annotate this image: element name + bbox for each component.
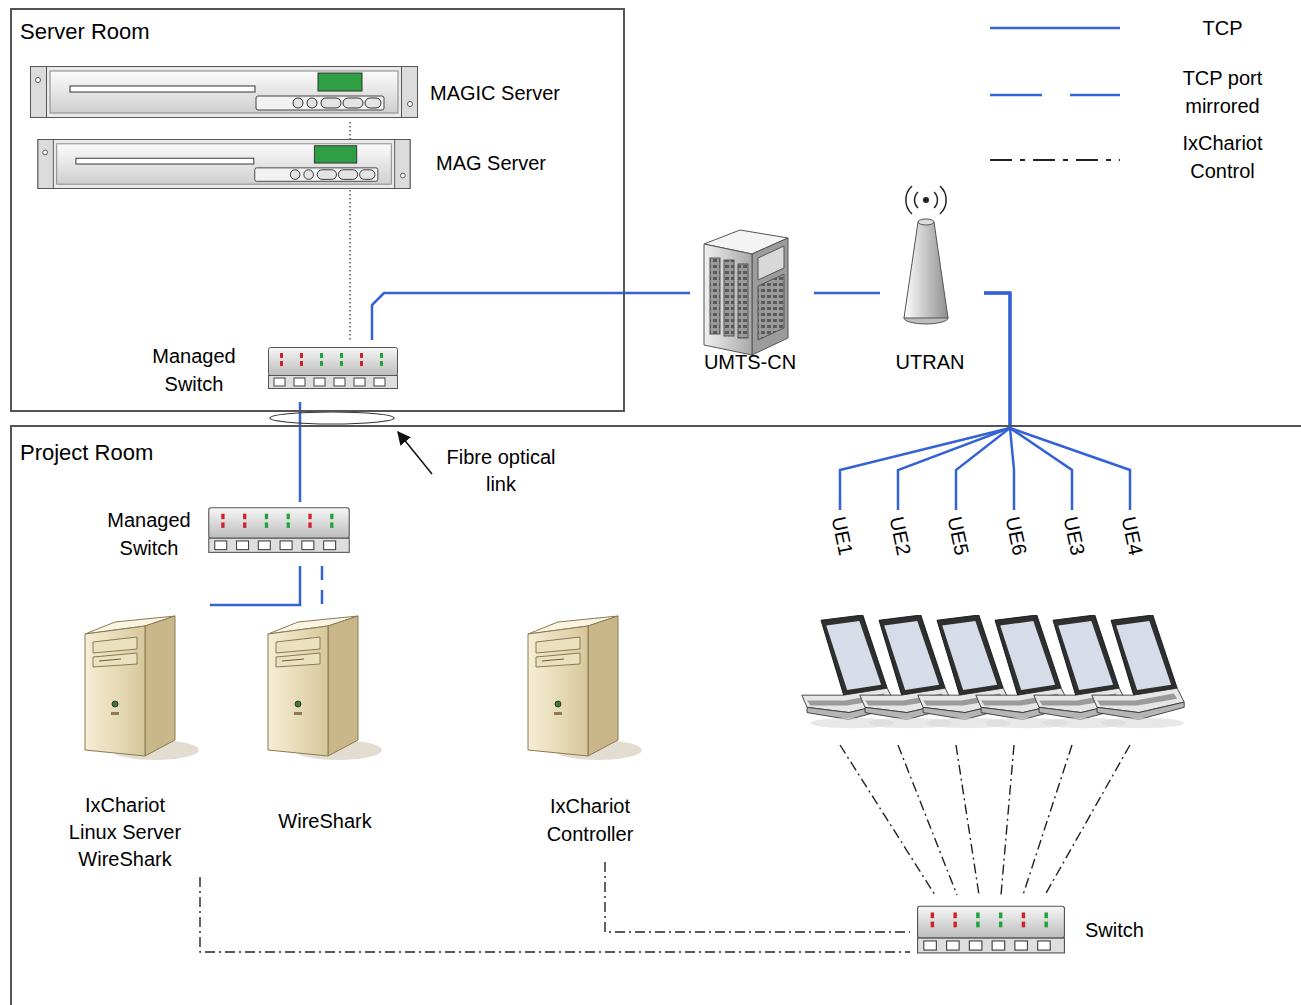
user-laptop: UE5 xyxy=(924,510,988,745)
antenna-art xyxy=(904,186,948,324)
tcp-link xyxy=(840,293,1010,510)
control-link xyxy=(956,745,979,895)
legend-entry: TCP xyxy=(985,14,1295,74)
user-laptop: UE4 xyxy=(1098,510,1162,745)
managed-switch: Managed Switch xyxy=(140,340,402,402)
node-label: IxChariot Linux Server WireShark xyxy=(60,792,190,873)
region-heading: Project Room xyxy=(20,439,153,467)
node-label: MAGIC Server xyxy=(430,79,560,107)
user-laptop: UE2 xyxy=(866,510,930,745)
node-label: Switch xyxy=(1085,916,1144,944)
legend-label: IxChariot Control xyxy=(1165,129,1280,185)
control-link xyxy=(200,877,910,952)
control-link xyxy=(605,862,910,932)
tcp-link xyxy=(814,292,880,295)
node-label: UMTS-CN xyxy=(690,348,810,376)
legend-sample xyxy=(985,22,1125,34)
core-network: UMTS-CN xyxy=(690,224,814,380)
tcp-link xyxy=(984,293,1130,510)
legend-entry: TCP port mirrored xyxy=(985,64,1295,124)
tcp-link xyxy=(898,293,1010,510)
server-rack-art xyxy=(31,67,418,189)
user-laptop: UE1 xyxy=(808,510,872,745)
node-label: Managed Switch xyxy=(95,506,203,562)
tcp-link xyxy=(299,402,302,502)
node-label: MAG Server xyxy=(436,149,546,177)
tcp-link xyxy=(956,293,1010,510)
tcp-link xyxy=(372,293,690,340)
server-unit: MAGIC Server xyxy=(30,62,610,122)
node-label: UE2 xyxy=(883,514,918,558)
control-link xyxy=(840,745,935,895)
server-tower-art xyxy=(85,616,642,760)
region-heading: Server Room xyxy=(20,18,150,46)
user-laptop: UE3 xyxy=(1040,510,1104,745)
legend-label: TCP xyxy=(1165,14,1280,42)
legend-sample xyxy=(985,89,1125,101)
node-label: IxChariot Controller xyxy=(535,792,645,848)
node-label: UE6 xyxy=(999,514,1034,558)
control-link xyxy=(1001,745,1014,895)
node-label: WireShark xyxy=(260,807,390,835)
callout-label: Fibre optical link xyxy=(436,444,566,498)
node-label: UE3 xyxy=(1057,514,1092,558)
control-link xyxy=(1023,745,1072,895)
node-label: UTRAN xyxy=(880,348,980,376)
server-tower: WireShark xyxy=(260,612,394,839)
node-label: UE4 xyxy=(1115,514,1150,558)
server-tower: IxChariot Controller xyxy=(515,612,665,862)
switch-art xyxy=(209,348,1065,953)
legend-label: TCP port mirrored xyxy=(1165,64,1280,120)
legend-sample xyxy=(985,154,1125,166)
room-region: Server RoomMAGIC ServerMAG ServerManaged… xyxy=(10,8,625,412)
node-label: Managed Switch xyxy=(140,342,248,398)
server-unit: MAG Server xyxy=(30,136,610,192)
user-laptop: UE6 xyxy=(982,510,1046,745)
laptop-art xyxy=(802,615,1184,728)
radio-antenna: UTRAN xyxy=(880,180,984,380)
legend-entry: IxChariot Control xyxy=(985,129,1295,189)
tcp-link xyxy=(984,293,1072,510)
control-link xyxy=(898,745,957,895)
room-region: Project RoomManaged SwitchIxChariot Linu… xyxy=(10,425,1301,1005)
node-label: UE1 xyxy=(825,514,860,558)
server-tower: IxChariot Linux Server WireShark xyxy=(40,595,210,877)
managed-switch: Managed Switch xyxy=(95,502,357,566)
mirrored-tcp-link xyxy=(321,566,324,612)
node-label: UE5 xyxy=(941,514,976,558)
core-network-art xyxy=(704,230,788,355)
fibre-callout xyxy=(270,412,432,474)
tcp-link xyxy=(210,566,300,605)
network-switch: Switch xyxy=(910,895,1150,965)
control-link xyxy=(1045,745,1130,895)
